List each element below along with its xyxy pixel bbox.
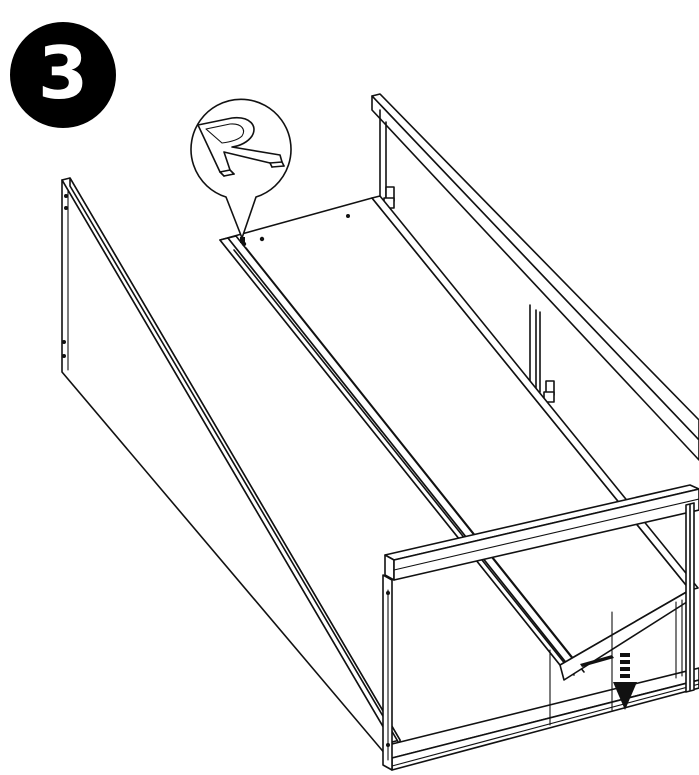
down-arrow-icon bbox=[613, 653, 637, 710]
front-top-rail bbox=[384, 484, 699, 581]
front-right-post bbox=[675, 502, 695, 693]
left-side-panel bbox=[61, 177, 401, 763]
step-number-label: 3 bbox=[37, 31, 89, 115]
front-left-post bbox=[382, 574, 613, 771]
step-number-badge: 3 bbox=[10, 22, 116, 128]
part-letter-glyph bbox=[197, 116, 285, 177]
detail-callout bbox=[190, 98, 292, 239]
front-bottom-rail bbox=[387, 667, 699, 771]
